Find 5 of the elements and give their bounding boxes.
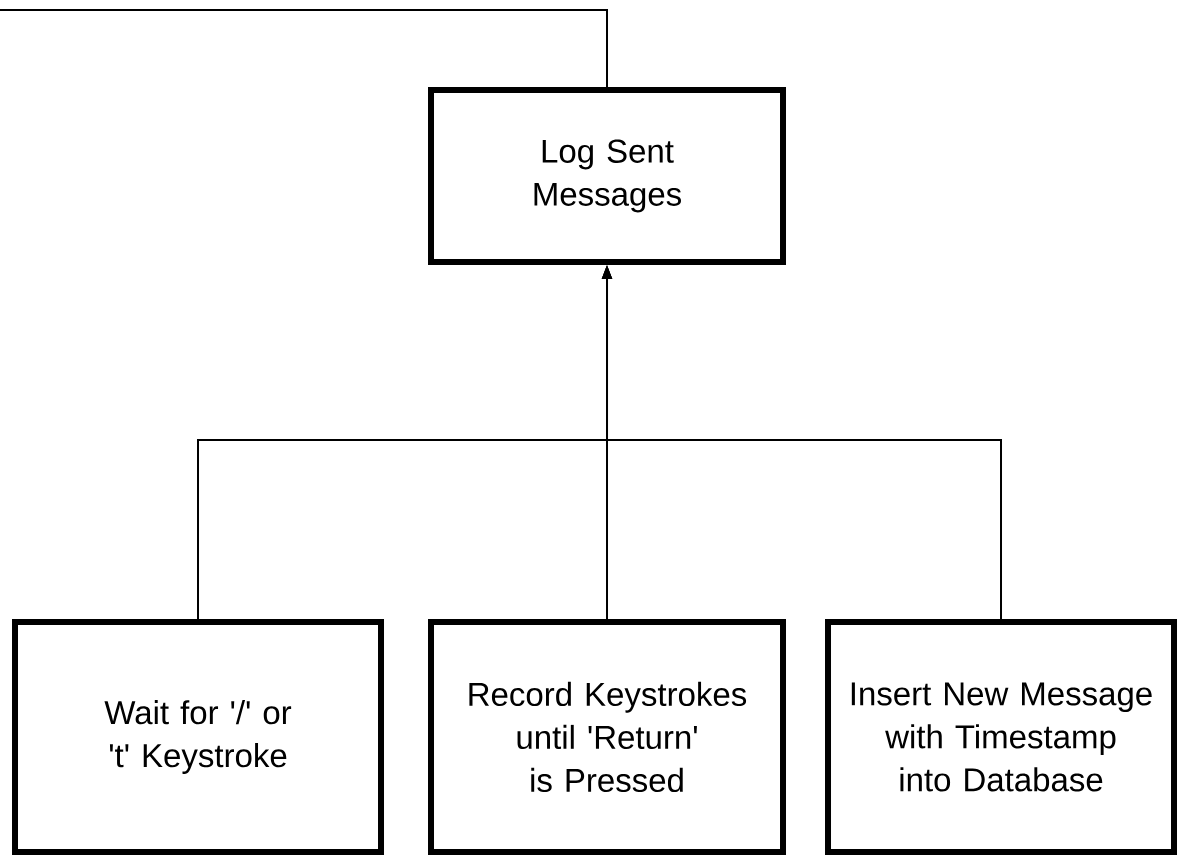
process-box: Insert New Message with Timestamp into Database: [825, 619, 1177, 855]
process-box: Wait for '/' or 't' Keystroke: [12, 619, 384, 855]
process-box: Record Keystrokes until 'Return' is Pressed: [428, 619, 786, 855]
connector: [0, 9, 608, 88]
process-box: Log Sent Messages: [428, 87, 786, 265]
